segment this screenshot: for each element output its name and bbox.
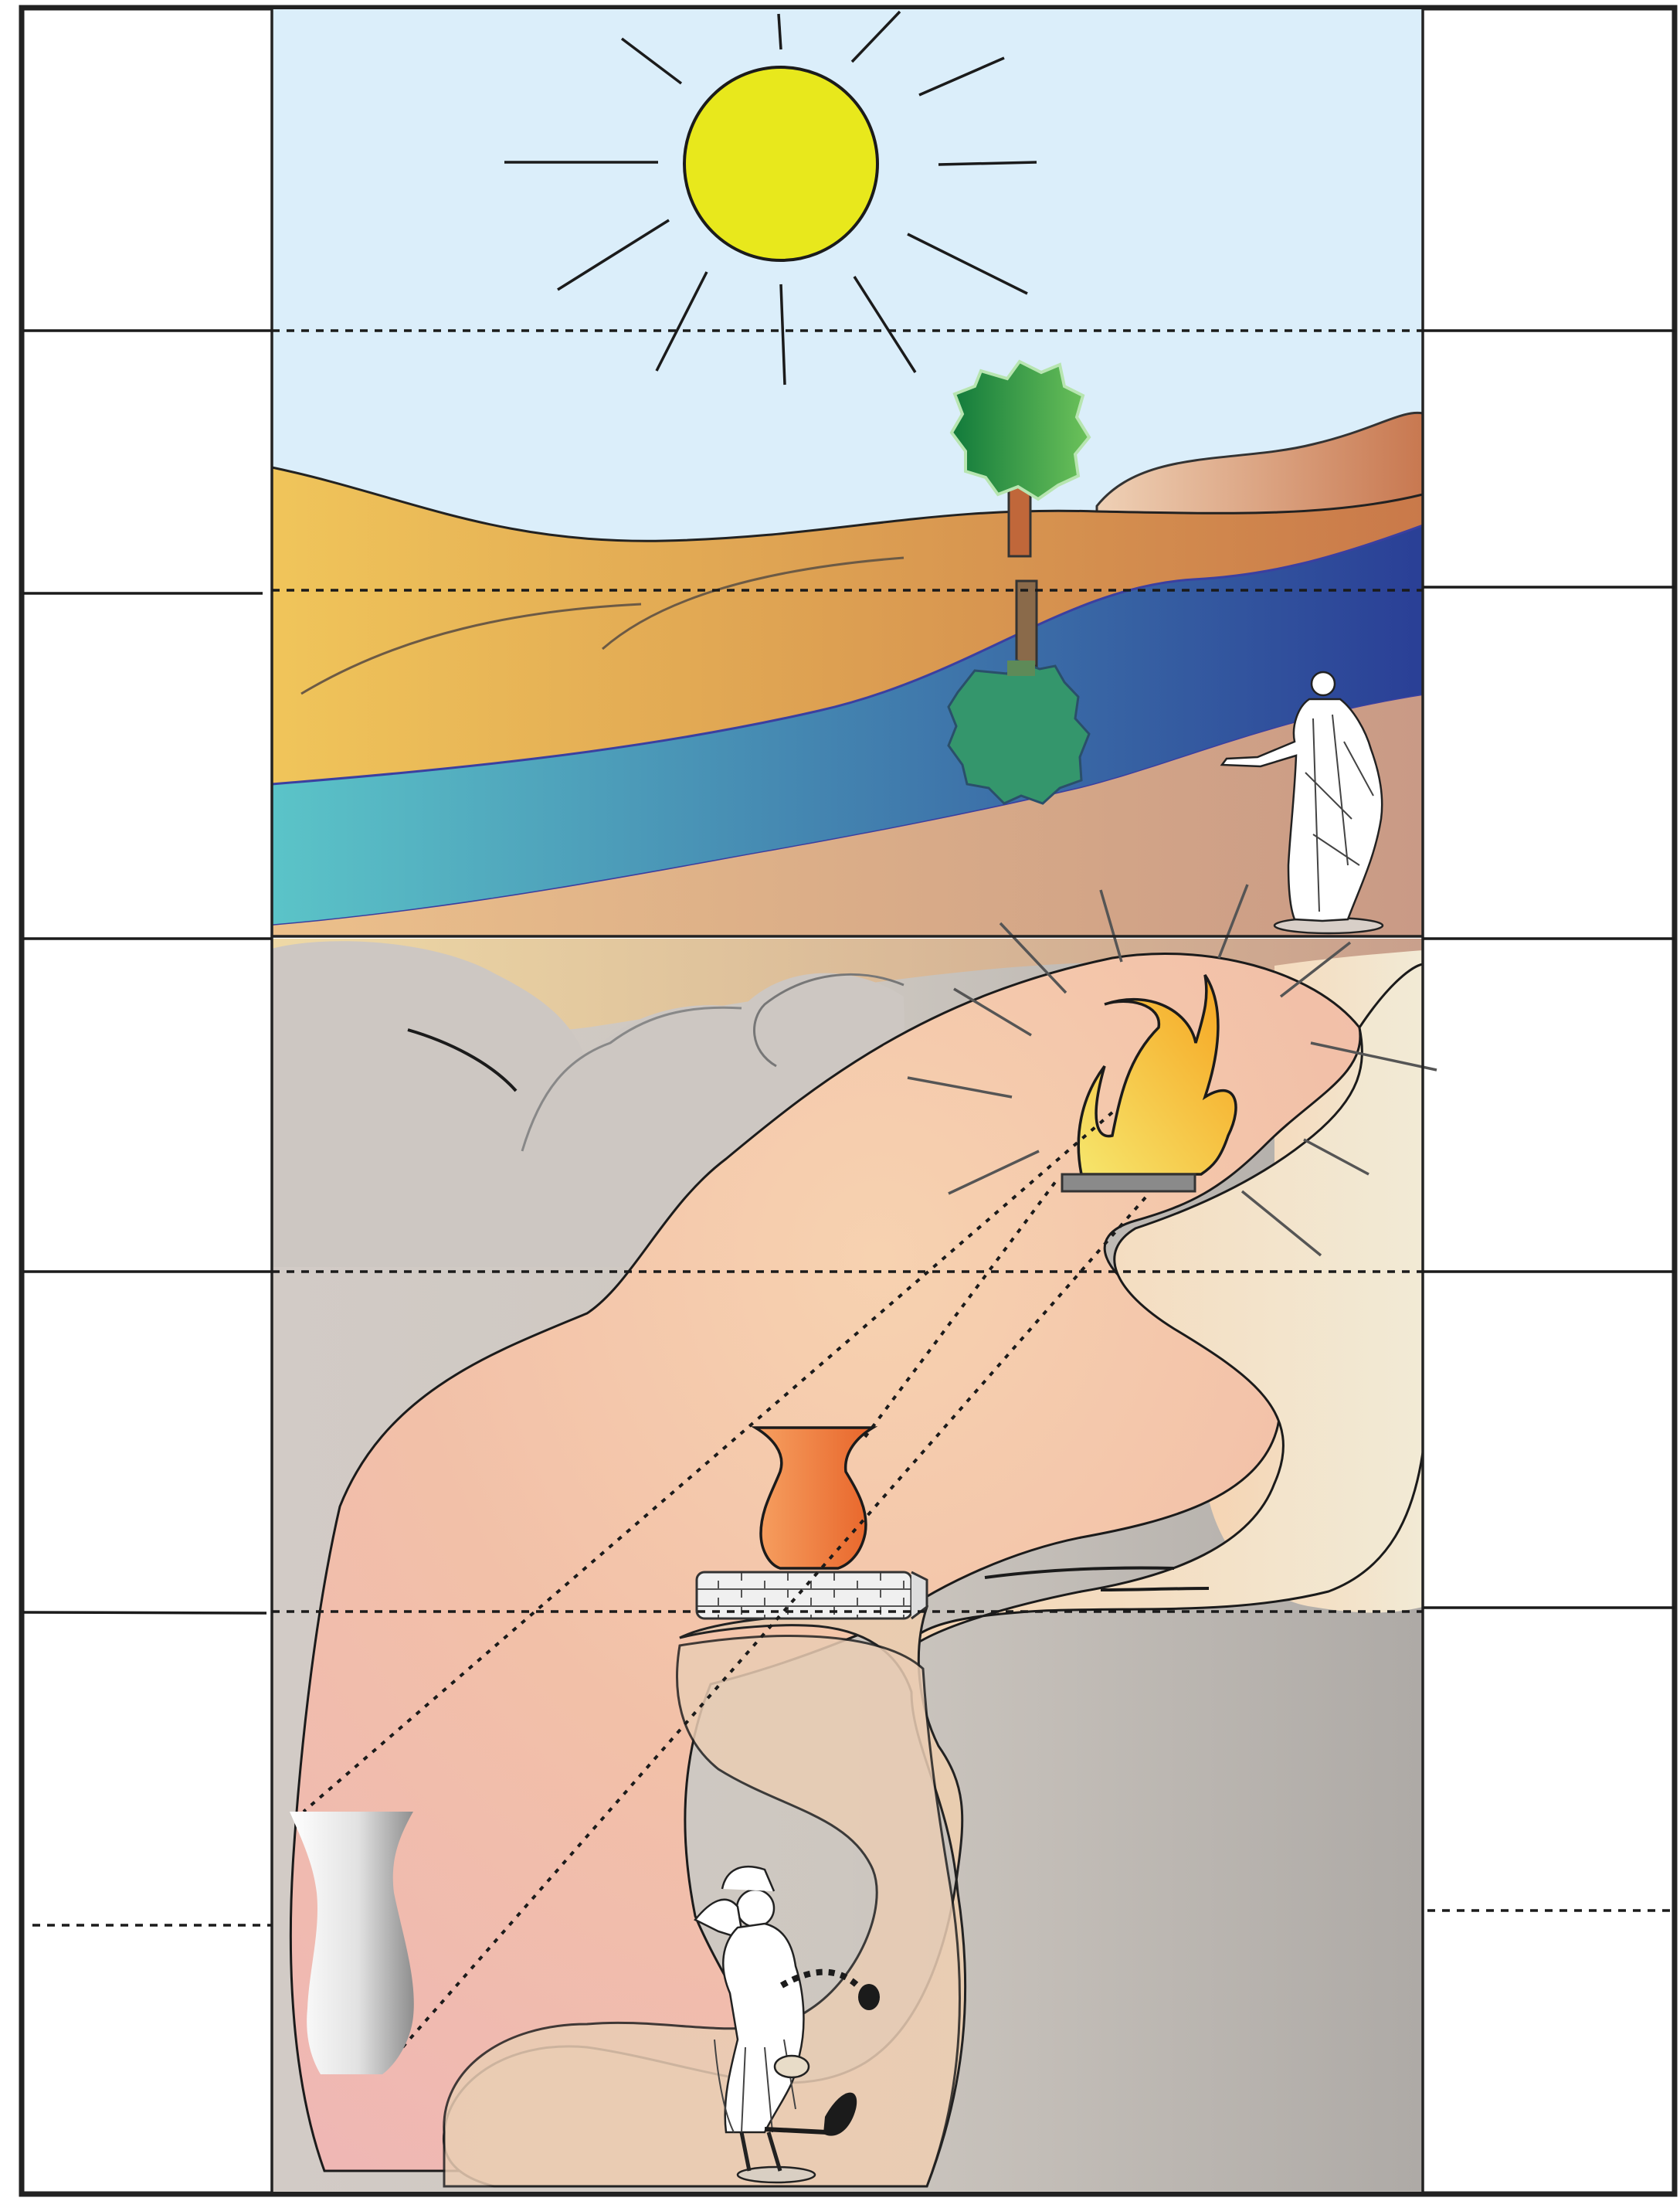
tree — [949, 359, 1091, 558]
sand-stroke-2 — [602, 556, 904, 650]
fire-rays — [907, 884, 1437, 1257]
boulder-outline — [521, 1006, 742, 1152]
cave — [272, 884, 1437, 2192]
upper-world — [270, 9, 1424, 938]
fire — [1061, 974, 1237, 1193]
rock-stroke — [407, 1028, 518, 1092]
sun-rays — [504, 10, 1037, 386]
chain — [764, 1968, 880, 2136]
panel-borders — [270, 9, 1424, 2193]
projection-lines — [302, 1111, 1147, 2072]
sand-stroke-1 — [300, 603, 642, 695]
divided-line-markers — [22, 329, 1675, 1927]
stone-wall — [695, 1571, 928, 1620]
sand-bank-near — [272, 695, 1423, 936]
divider-5-left — [22, 1611, 267, 1615]
fire-stand — [1061, 1173, 1196, 1193]
hill-right — [1095, 411, 1424, 535]
floor-lower-band — [443, 1635, 961, 2188]
tree-reflection — [947, 579, 1091, 805]
sun — [683, 66, 879, 262]
boulder-outline-2 — [753, 973, 904, 1068]
philosopher-figure — [1220, 671, 1384, 935]
cave-glow-right — [901, 963, 1424, 1657]
urn — [750, 1426, 878, 1570]
shadow-vase — [290, 1812, 414, 2074]
wall-stroke-2 — [1100, 1587, 1210, 1591]
prisoner-figure — [694, 1865, 816, 2184]
wall-stroke-1 — [984, 1566, 1175, 1579]
